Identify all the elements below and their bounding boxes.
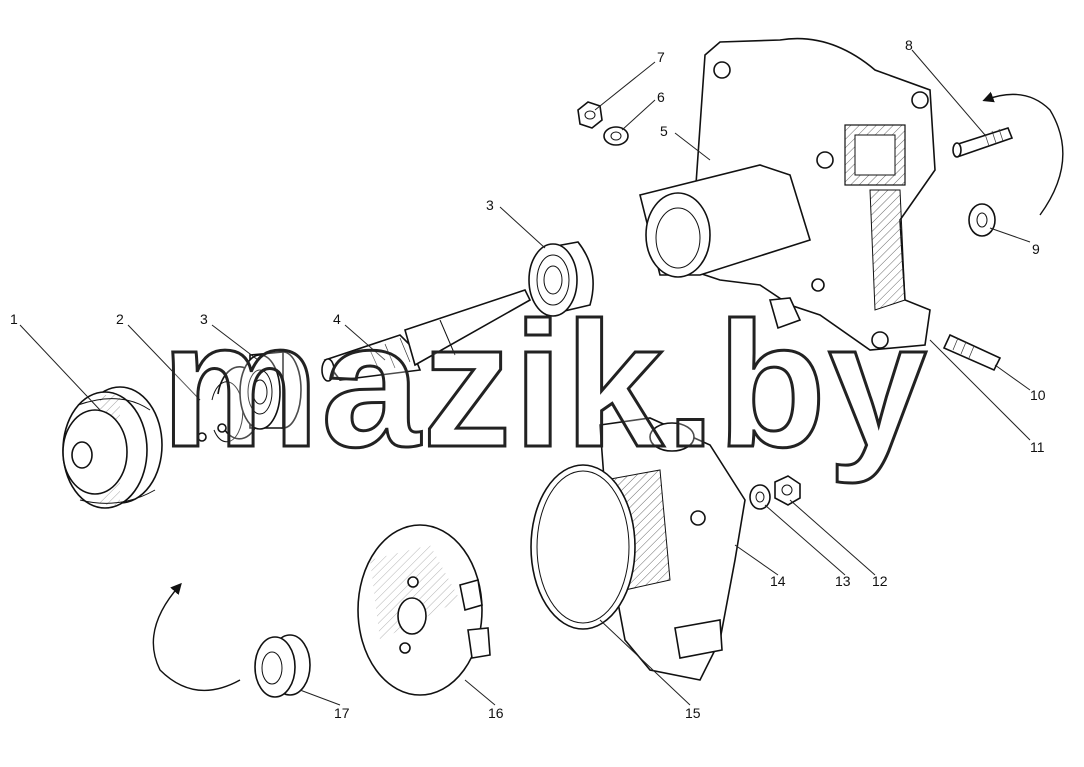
- shaft-part: [321, 289, 532, 382]
- callout-13: 13: [835, 573, 851, 589]
- callout-7: 7: [657, 49, 665, 65]
- washer-top-part: [603, 126, 629, 146]
- callout-labels: 1 2 3 3 4 5 6 7 8 9 10 11 12 13 14 15 16…: [10, 37, 1046, 721]
- bearing-left-part: [239, 351, 302, 430]
- callout-10: 10: [1030, 387, 1046, 403]
- rotation-arrow-upper-icon: [982, 91, 1064, 216]
- callout-9: 9: [1032, 241, 1040, 257]
- rotation-arrow-lower-icon: [152, 582, 241, 692]
- nut-lower-part: [774, 475, 801, 506]
- callout-11: 11: [1030, 439, 1045, 455]
- washer-right-part: [968, 203, 996, 237]
- washer-lower-part: [749, 484, 771, 510]
- bearing-upper-part: [528, 241, 594, 317]
- callout-3-left: 3: [200, 311, 208, 327]
- stud-lower-part: [942, 333, 1002, 372]
- leader-lines: [19, 49, 1031, 706]
- callout-2: 2: [116, 311, 124, 327]
- callout-6: 6: [657, 89, 665, 105]
- callout-15: 15: [685, 705, 701, 721]
- nut-top-part: [577, 101, 603, 129]
- callout-4: 4: [333, 311, 341, 327]
- callout-14: 14: [770, 573, 786, 589]
- callout-3-upper: 3: [486, 197, 494, 213]
- callout-8: 8: [905, 37, 913, 53]
- seal-small-part: [254, 634, 311, 698]
- stud-upper-part: [952, 127, 1014, 158]
- callout-5: 5: [660, 123, 668, 139]
- callout-12: 12: [872, 573, 888, 589]
- callout-1: 1: [10, 311, 18, 327]
- pulley-part: [62, 386, 163, 509]
- callout-16: 16: [488, 705, 504, 721]
- housing-part: [639, 37, 936, 351]
- seal-ring-part: [530, 464, 636, 630]
- impeller-part: [357, 524, 491, 696]
- callout-17: 17: [334, 705, 350, 721]
